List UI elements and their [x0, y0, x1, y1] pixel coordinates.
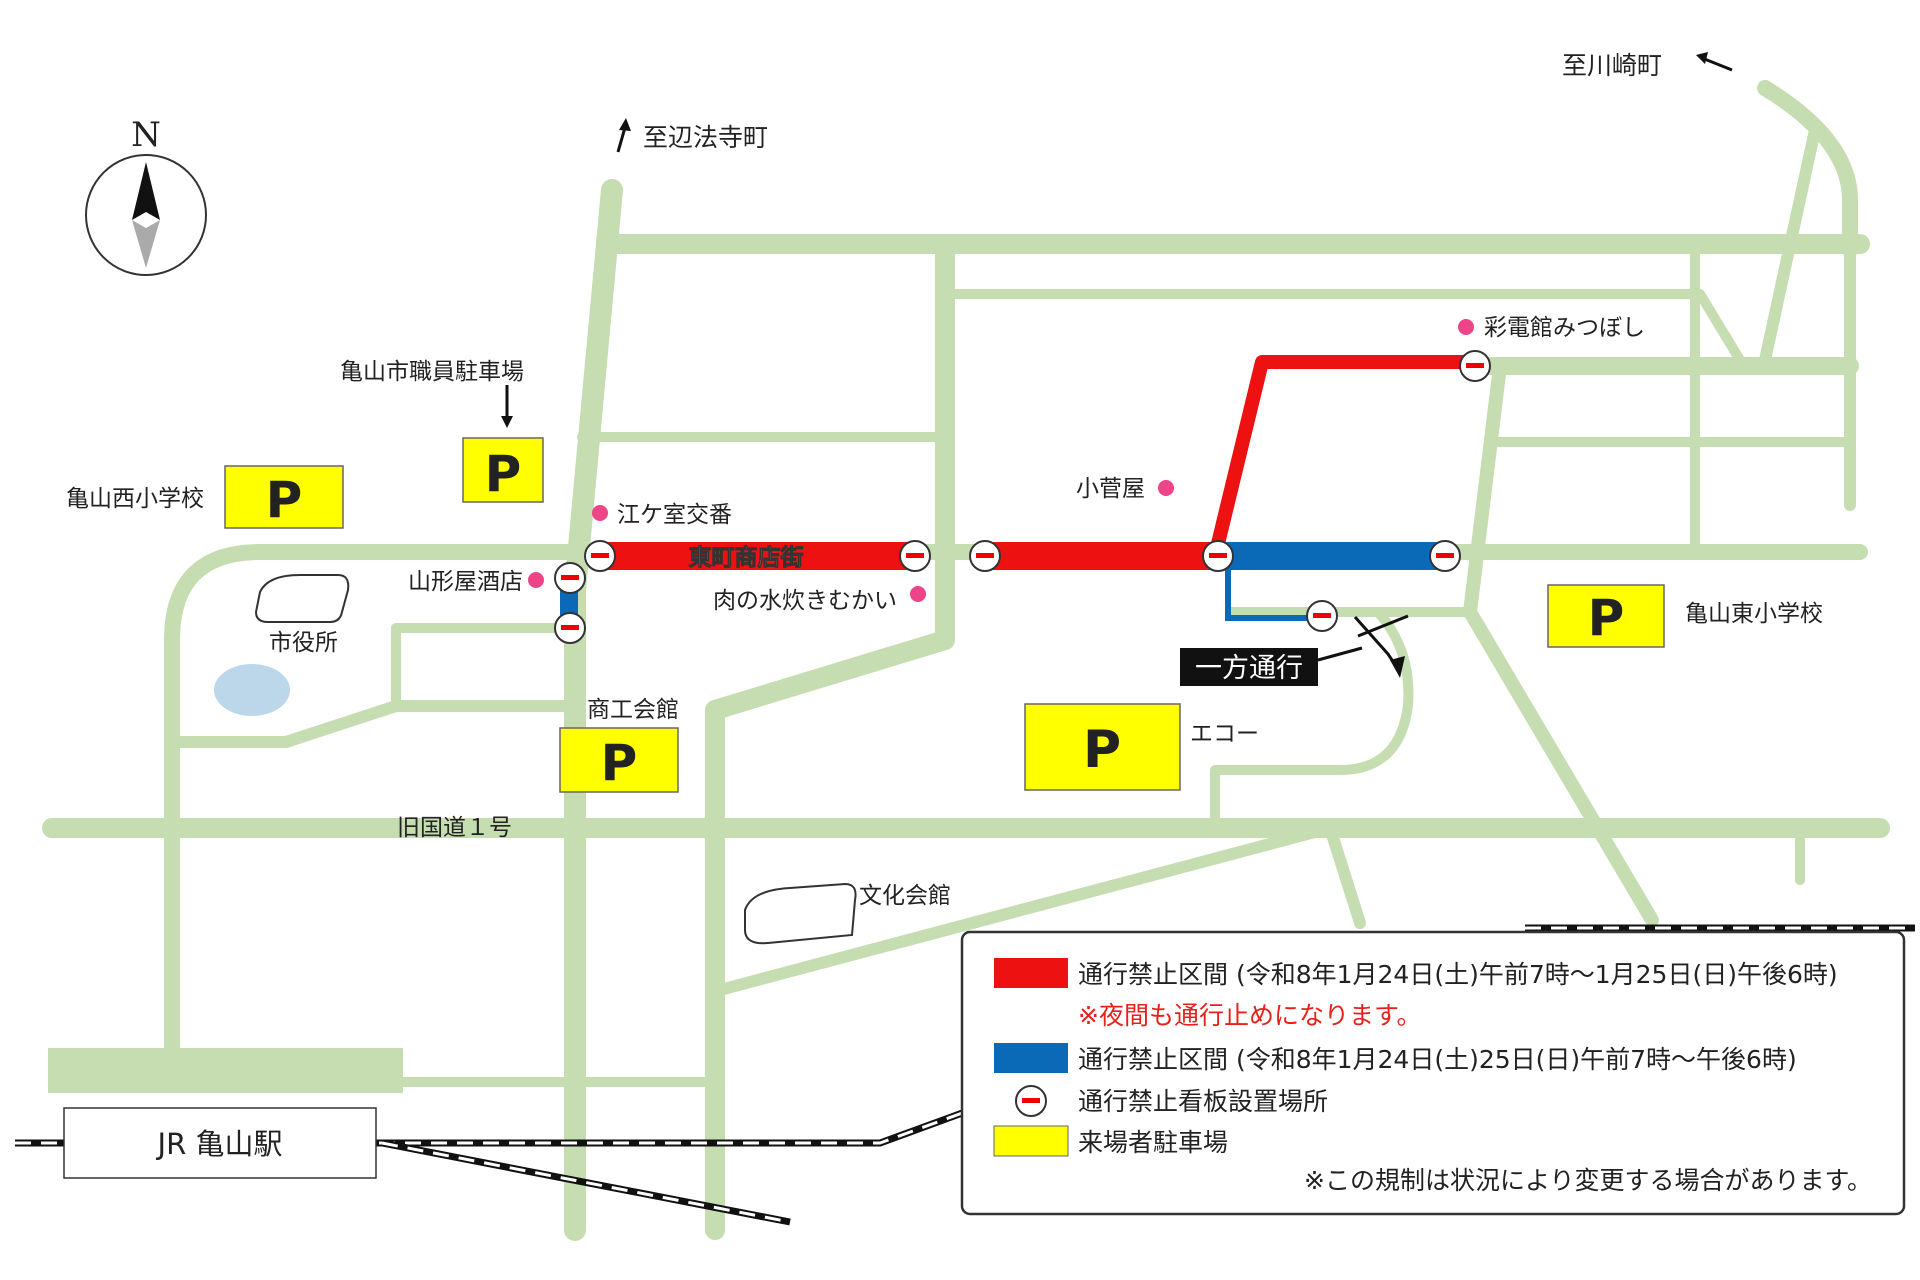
- parking-higashi-school: P: [1547, 584, 1665, 648]
- legend-sign-text: 通行禁止看板設置場所: [1078, 1087, 1328, 1116]
- arrow-to-kawasaki-icon: [1701, 56, 1733, 72]
- legend-footnote: ※この規制は状況により変更する場合があります。: [1304, 1166, 1872, 1195]
- closure-blue-branch: [1225, 570, 1315, 621]
- legend-red-note: ※夜間も通行止めになります。: [1078, 1001, 1421, 1030]
- city-hall-building-icon: [254, 574, 350, 623]
- label-shopping-street: 東町商店街: [689, 544, 804, 571]
- parking-echo: P: [1024, 703, 1181, 791]
- road-west-loop: [164, 544, 583, 1068]
- label-yamagataya: 山形屋酒店: [408, 569, 523, 595]
- label-culture-hall: 文化会館: [859, 883, 951, 909]
- parking-p-icon: P: [485, 445, 522, 503]
- legend-red-swatch: [994, 958, 1068, 988]
- label-city-hall: 市役所: [269, 630, 338, 656]
- legend-blue-swatch: [994, 1043, 1068, 1073]
- no-entry-sign-icon: [1429, 540, 1461, 572]
- no-entry-sign-icon: [1306, 600, 1338, 632]
- road-kawasaki: [1757, 80, 1858, 258]
- parking-p-icon: P: [266, 471, 303, 529]
- road-middle-vertical: [705, 241, 955, 1240]
- road-cityhall-south: [166, 700, 581, 748]
- one-way-box: [1180, 648, 1318, 686]
- pond: [214, 664, 290, 716]
- parking-chamber: P: [559, 727, 679, 793]
- parking-areas: P P P P P: [224, 437, 1665, 793]
- label-chamber: 商工会館: [587, 697, 679, 723]
- road-diagonal-north: [1759, 124, 1821, 366]
- north-arrow-icon: [132, 162, 160, 220]
- no-entry-sign-icon: [554, 612, 586, 644]
- legend-no-entry-sign-icon: [1015, 1085, 1047, 1117]
- no-entry-sign-icon: [1202, 540, 1234, 572]
- label-old-route1: 旧国道１号: [397, 815, 512, 841]
- legend-red-text: 通行禁止区間 (令和8年1月24日(土)午前7時～1月25日(日)午後6時): [1078, 960, 1838, 989]
- shop-dot-icon: [528, 572, 544, 588]
- road-diagonal-south: [714, 822, 1366, 996]
- parking-p-icon: P: [601, 734, 638, 792]
- label-station: JR 亀山駅: [156, 1127, 283, 1161]
- label-kosugeya: 小菅屋: [1076, 476, 1145, 502]
- direction-arrows: [501, 52, 1733, 428]
- south-arrow-icon: [132, 220, 160, 268]
- label-to-kawasaki: 至川崎町: [1562, 51, 1662, 80]
- legend-blue-text: 通行禁止区間 (令和8年1月24日(土)25日(日)午前7時～午後6時): [1078, 1045, 1797, 1074]
- parking-p-icon: P: [1083, 720, 1121, 780]
- parking-staff: P: [462, 437, 544, 503]
- shop-dot-icon: [1458, 319, 1474, 335]
- legend-parking-text: 来場者駐車場: [1078, 1128, 1228, 1157]
- label-higashi-school: 亀山東小学校: [1685, 601, 1823, 627]
- no-entry-sign-icon: [969, 540, 1001, 572]
- no-entry-sign-icon: [584, 540, 616, 572]
- label-mizutaki: 肉の水炊きむかい: [713, 588, 897, 614]
- parking-p-icon: P: [1588, 589, 1625, 647]
- one-way-sign: 一方通行: [1180, 614, 1409, 686]
- closure-red-north: [985, 355, 1470, 563]
- legend-parking-swatch: [993, 1125, 1069, 1157]
- shop-dot-icon: [592, 505, 608, 521]
- culture-hall-building-icon: [744, 882, 857, 945]
- label-echo: エコー: [1190, 721, 1259, 747]
- shop-dot-icon: [910, 586, 926, 602]
- station: JR 亀山駅: [63, 1107, 377, 1179]
- road-south-east: [1465, 823, 1805, 885]
- label-staff-parking: 亀山市職員駐車場: [340, 359, 524, 385]
- shop-markers: [528, 319, 1474, 602]
- no-entry-sign-icon: [554, 562, 586, 594]
- legend: 通行禁止区間 (令和8年1月24日(土)午前7時～1月25日(日)午後6時) ※…: [960, 930, 1906, 1216]
- compass-north-label: N: [131, 115, 161, 155]
- closure-signs: [554, 350, 1491, 644]
- no-entry-sign-icon: [1459, 350, 1491, 382]
- closure-routes: [560, 355, 1470, 622]
- station-plaza: [48, 1048, 403, 1093]
- label-mitsuboshi: 彩電館みつぼし: [1484, 315, 1645, 341]
- parking-nishi-school: P: [224, 465, 344, 529]
- no-entry-sign-icon: [899, 540, 931, 572]
- road-network: [42, 80, 1890, 1241]
- shop-dot-icon: [1158, 480, 1174, 496]
- one-way-label: 一方通行: [1195, 653, 1303, 684]
- road-echo-loop: [1210, 607, 1414, 833]
- label-ekemuro: 江ケ室交番: [617, 502, 732, 528]
- label-to-henpoji: 至辺法寺町: [643, 123, 768, 152]
- compass: N: [85, 115, 207, 276]
- label-nishi-school: 亀山西小学校: [66, 486, 204, 512]
